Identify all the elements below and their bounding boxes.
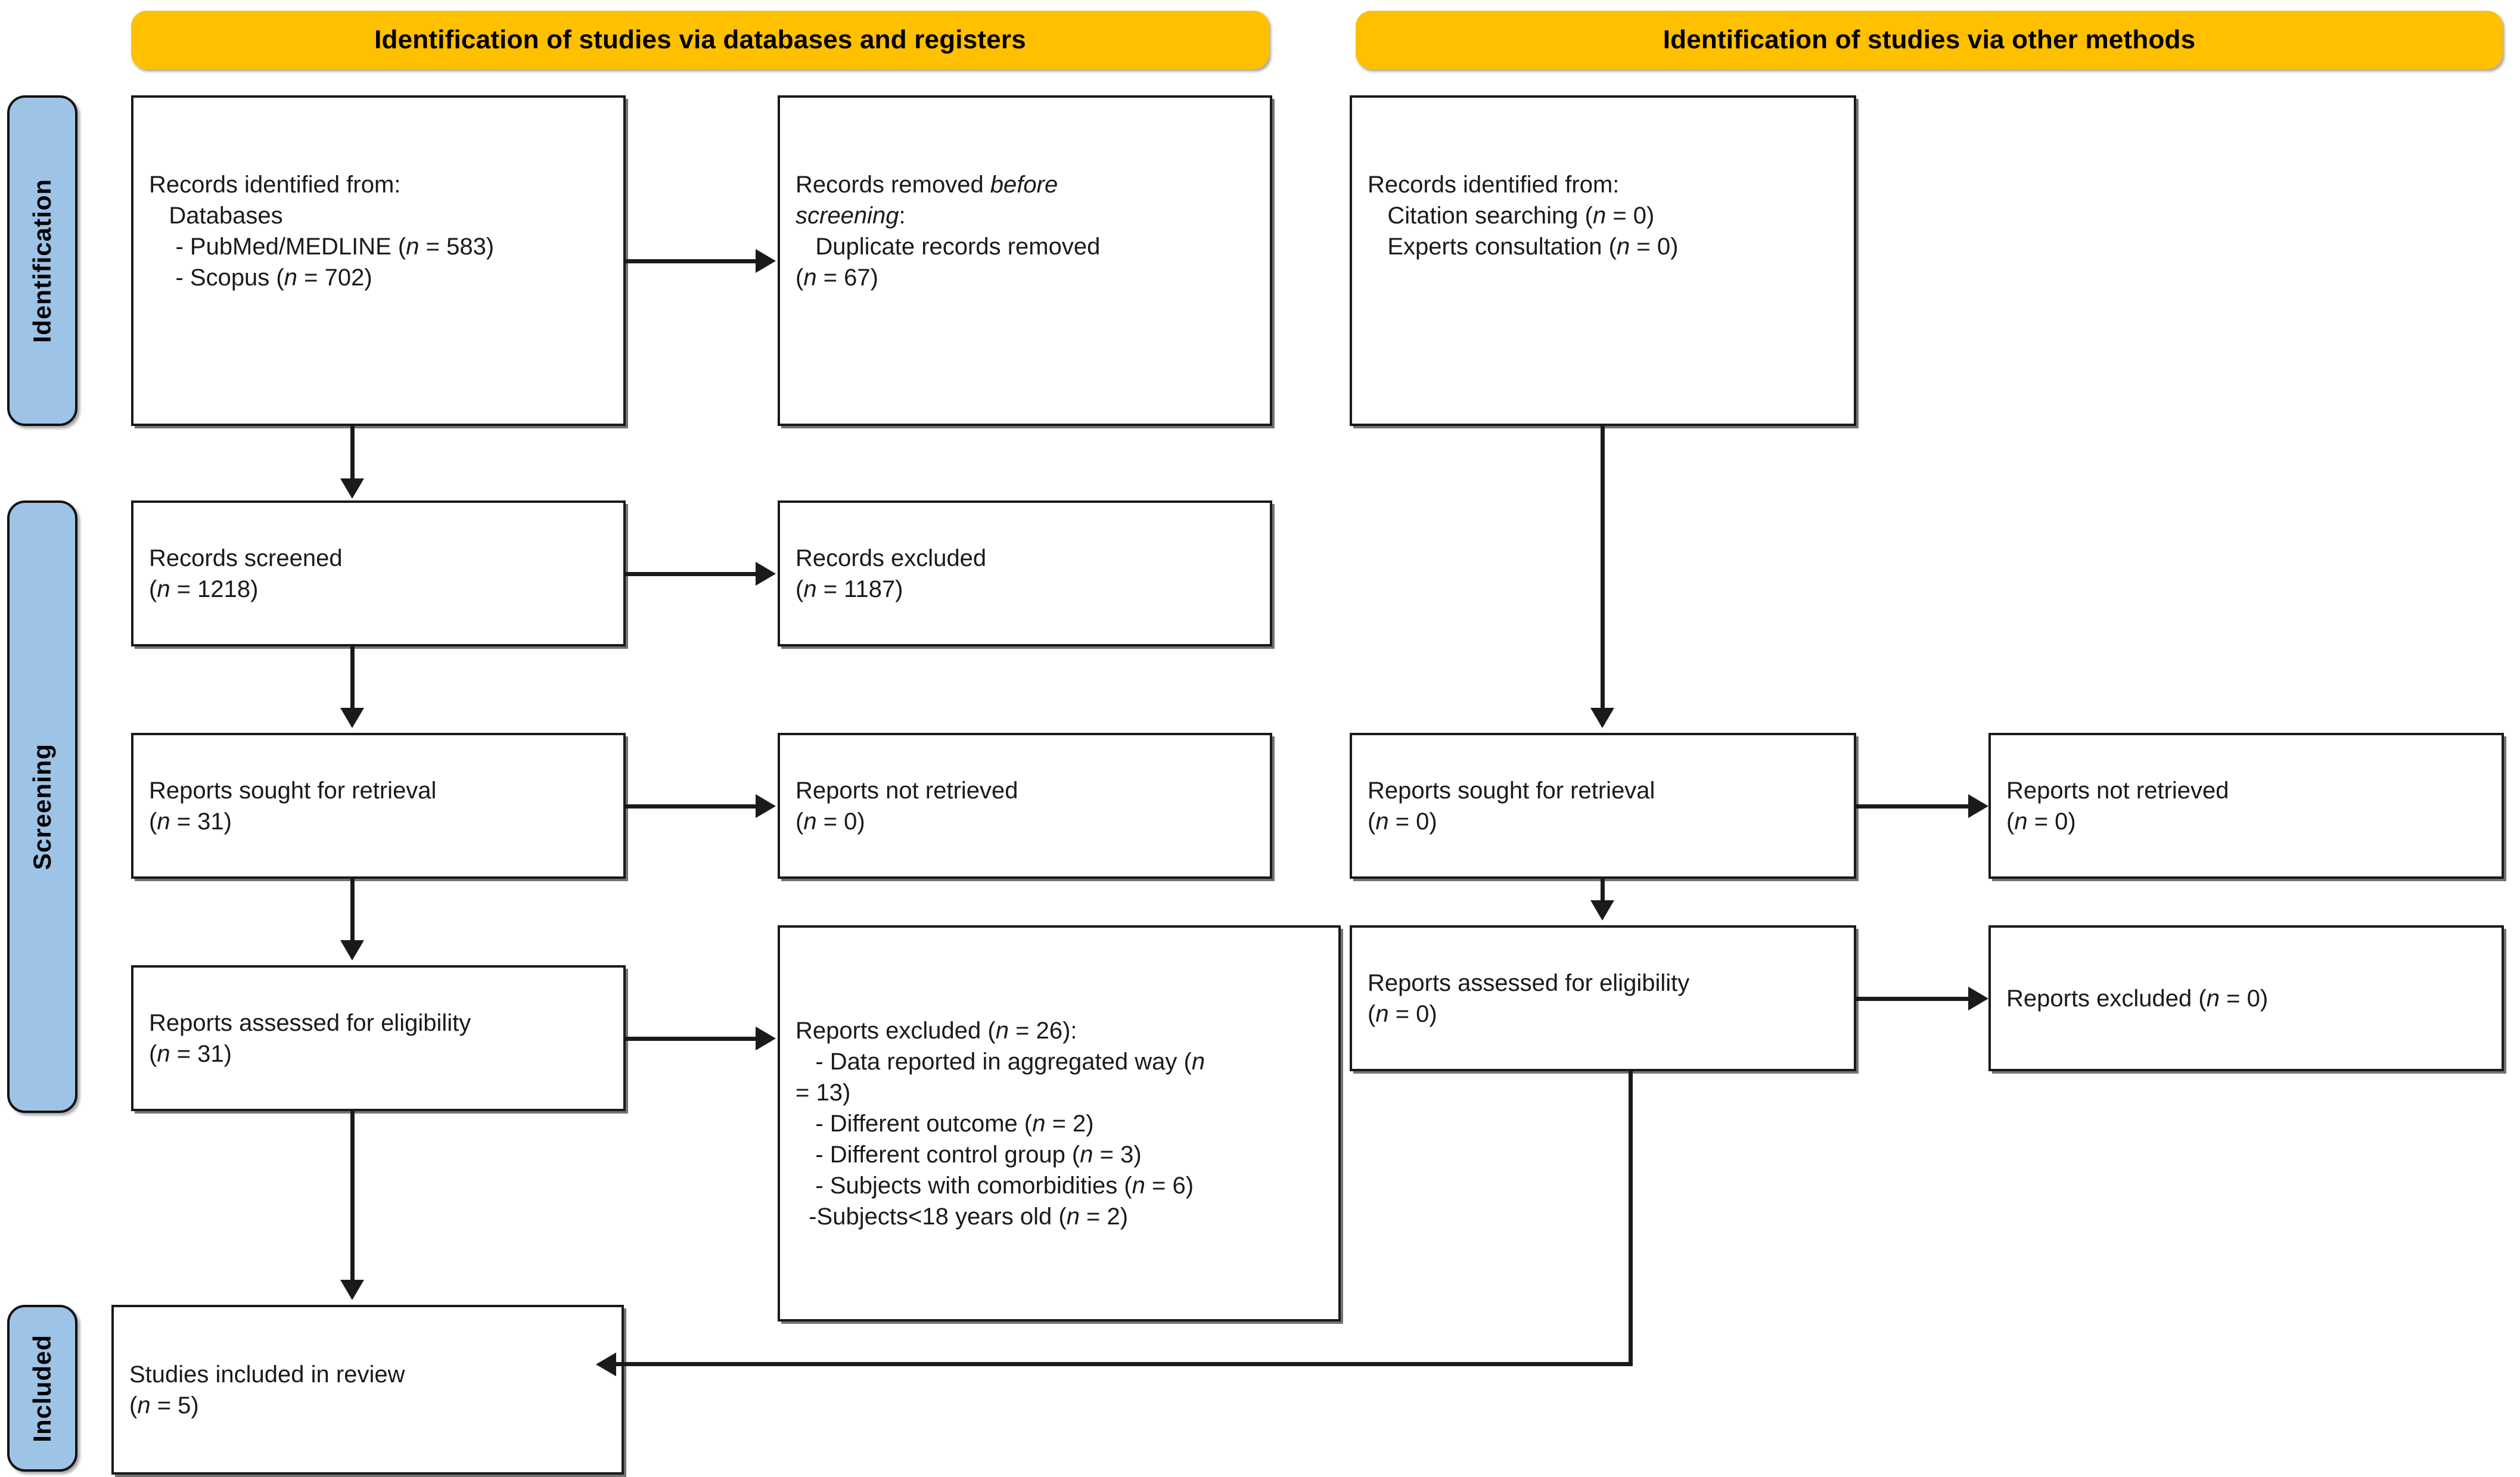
connector-screened-to-sought [350, 646, 355, 709]
box-records-excluded: Records excluded (n = 1187) [778, 500, 1272, 646]
arrowhead-assessed-to-reports-excluded [756, 1027, 776, 1050]
header-databases-registers: Identification of studies via databases … [131, 11, 1269, 69]
header-other-methods: Identification of studies via other meth… [1356, 11, 2503, 69]
box-other-reports-sought-for-retrieval-text: Reports sought for retrieval (n = 0) [1368, 777, 1655, 835]
connector-other-assessed-to-excluded [1856, 997, 1971, 1001]
box-records-excluded-text: Records excluded (n = 1187) [796, 545, 987, 602]
box-reports-excluded-detail-text: Reports excluded (n = 26): - Data report… [796, 1017, 1205, 1230]
box-records-removed-before-screening: Records removed before screening: Duplic… [778, 95, 1272, 426]
connector-identified-to-screened [350, 426, 355, 481]
connector-assessed-to-included [350, 1111, 355, 1281]
stage-band-screening-label: Screening [28, 743, 56, 870]
box-records-removed-before-screening-text: Records removed before screening: Duplic… [796, 172, 1101, 291]
box-reports-sought-for-retrieval: Reports sought for retrieval (n = 31) [131, 733, 626, 879]
box-other-reports-sought-for-retrieval: Reports sought for retrieval (n = 0) [1350, 733, 1856, 879]
arrowhead-identified-to-removed [756, 249, 776, 273]
box-records-screened: Records screened (n = 1218) [131, 500, 626, 646]
box-reports-assessed-for-eligibility: Reports assessed for eligibility (n = 31… [131, 965, 626, 1111]
arrowhead-identified-to-screened [340, 478, 364, 499]
connector-identified-to-removed [626, 259, 757, 263]
arrowhead-screened-to-excluded [756, 562, 776, 586]
arrowhead-sought-to-not-retrieved [756, 794, 776, 818]
stage-band-identification: Identification [7, 95, 77, 426]
arrowhead-other-assessed-to-excluded [1968, 987, 1988, 1010]
box-records-identified-databases: Records identified from: Databases - Pub… [131, 95, 626, 426]
box-reports-excluded-detail: Reports excluded (n = 26): - Data report… [778, 925, 1341, 1321]
box-other-reports-not-retrieved-text: Reports not retrieved (n = 0) [2006, 777, 2229, 835]
connector-screened-to-excluded [626, 572, 757, 576]
header-other-methods-label: Identification of studies via other meth… [1663, 25, 2196, 54]
arrowhead-other-assessed-to-included [596, 1352, 616, 1376]
box-other-records-identified: Records identified from: Citation search… [1350, 95, 1856, 426]
connector-assessed-to-reports-excluded [626, 1037, 757, 1041]
connector-sought-to-not-retrieved [626, 804, 757, 809]
arrowhead-screened-to-sought [340, 708, 364, 728]
box-studies-included-in-review: Studies included in review (n = 5) [111, 1305, 624, 1475]
box-other-reports-not-retrieved: Reports not retrieved (n = 0) [1988, 733, 2504, 879]
box-other-reports-excluded-text: Reports excluded (n = 0) [2006, 985, 2269, 1012]
arrowhead-other-sought-to-not-retrieved [1968, 794, 1988, 818]
box-records-screened-text: Records screened (n = 1218) [149, 545, 343, 602]
box-reports-assessed-for-eligibility-text: Reports assessed for eligibility (n = 31… [149, 1009, 471, 1067]
arrowhead-assessed-to-included [340, 1280, 364, 1300]
box-reports-not-retrieved-text: Reports not retrieved (n = 0) [796, 777, 1018, 835]
arrowhead-sought-to-assessed [340, 940, 364, 960]
stage-band-included-label: Included [28, 1334, 56, 1442]
box-other-reports-excluded: Reports excluded (n = 0) [1988, 925, 2504, 1071]
header-databases-registers-label: Identification of studies via databases … [374, 25, 1026, 54]
connector-sought-to-assessed [350, 879, 355, 941]
connector-other-assessed-to-included [614, 1362, 1633, 1366]
connector-other-sought-to-not-retrieved [1856, 804, 1971, 809]
box-records-identified-databases-text: Records identified from: Databases - Pub… [149, 172, 495, 291]
box-other-records-identified-text: Records identified from: Citation search… [1368, 172, 1679, 260]
connector-other-assessed-drop [1629, 1071, 1633, 1366]
stage-band-screening: Screening [7, 500, 77, 1113]
box-reports-not-retrieved: Reports not retrieved (n = 0) [778, 733, 1272, 879]
connector-other-sought-to-assessed [1601, 879, 1605, 901]
box-other-reports-assessed-for-eligibility: Reports assessed for eligibility (n = 0) [1350, 925, 1856, 1071]
connector-other-identified-to-sought [1601, 426, 1605, 709]
arrowhead-other-identified-to-sought [1590, 708, 1614, 728]
box-reports-sought-for-retrieval-text: Reports sought for retrieval (n = 31) [149, 777, 437, 835]
box-studies-included-in-review-text: Studies included in review (n = 5) [129, 1361, 405, 1419]
arrowhead-other-sought-to-assessed [1590, 900, 1614, 921]
stage-band-included: Included [7, 1305, 77, 1472]
stage-band-identification-label: Identification [28, 178, 56, 343]
box-other-reports-assessed-for-eligibility-text: Reports assessed for eligibility (n = 0) [1368, 969, 1690, 1027]
